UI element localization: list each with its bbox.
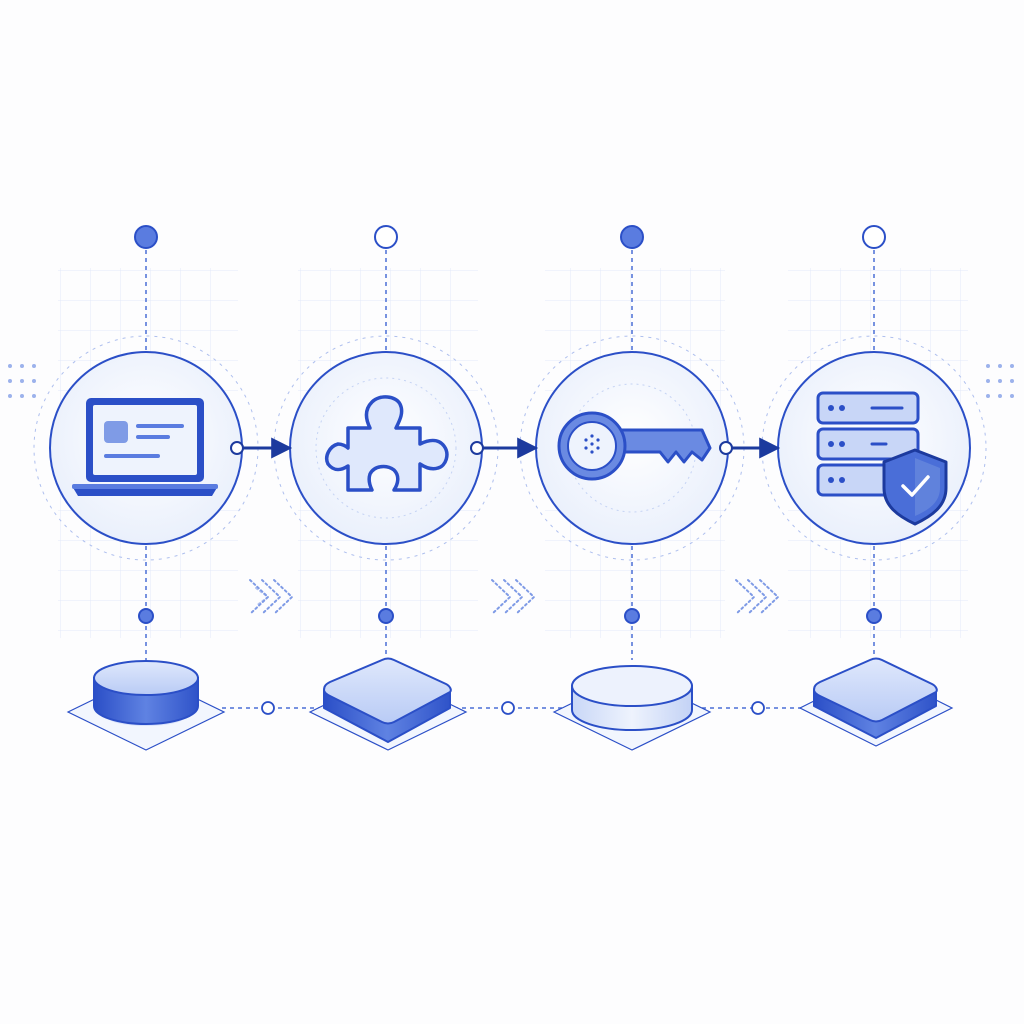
platform-square: [308, 657, 468, 751]
chevron-double-right-icon: [735, 579, 780, 615]
top-node-hollow: [374, 225, 398, 249]
platform-cylinder: [66, 660, 226, 751]
top-node-filled: [134, 225, 158, 249]
chevron-double-right-icon: [491, 579, 536, 615]
puzzle-piece-icon: [325, 395, 449, 492]
arrow-icon: [470, 437, 539, 459]
chevrons: [249, 579, 780, 615]
key-icon: [557, 411, 712, 481]
top-node-hollow: [862, 225, 886, 249]
arrow-icon: [719, 437, 781, 459]
platform-square: [798, 657, 954, 747]
checkmark-icon: [901, 475, 930, 497]
dot-cluster-right: [986, 364, 1014, 398]
middle-nodes: [138, 608, 882, 624]
dot-cluster-left: [8, 364, 36, 398]
top-nodes: [134, 225, 886, 249]
step-arrows: [230, 437, 781, 459]
vertical-connectors: [145, 250, 875, 660]
chevron-double-right-icon: [249, 579, 294, 615]
laptop-icon: [72, 398, 218, 496]
server-shield-icon: [816, 391, 948, 526]
top-node-filled: [620, 225, 644, 249]
platform-cylinder-light: [552, 665, 712, 751]
arrow-icon: [230, 437, 293, 459]
